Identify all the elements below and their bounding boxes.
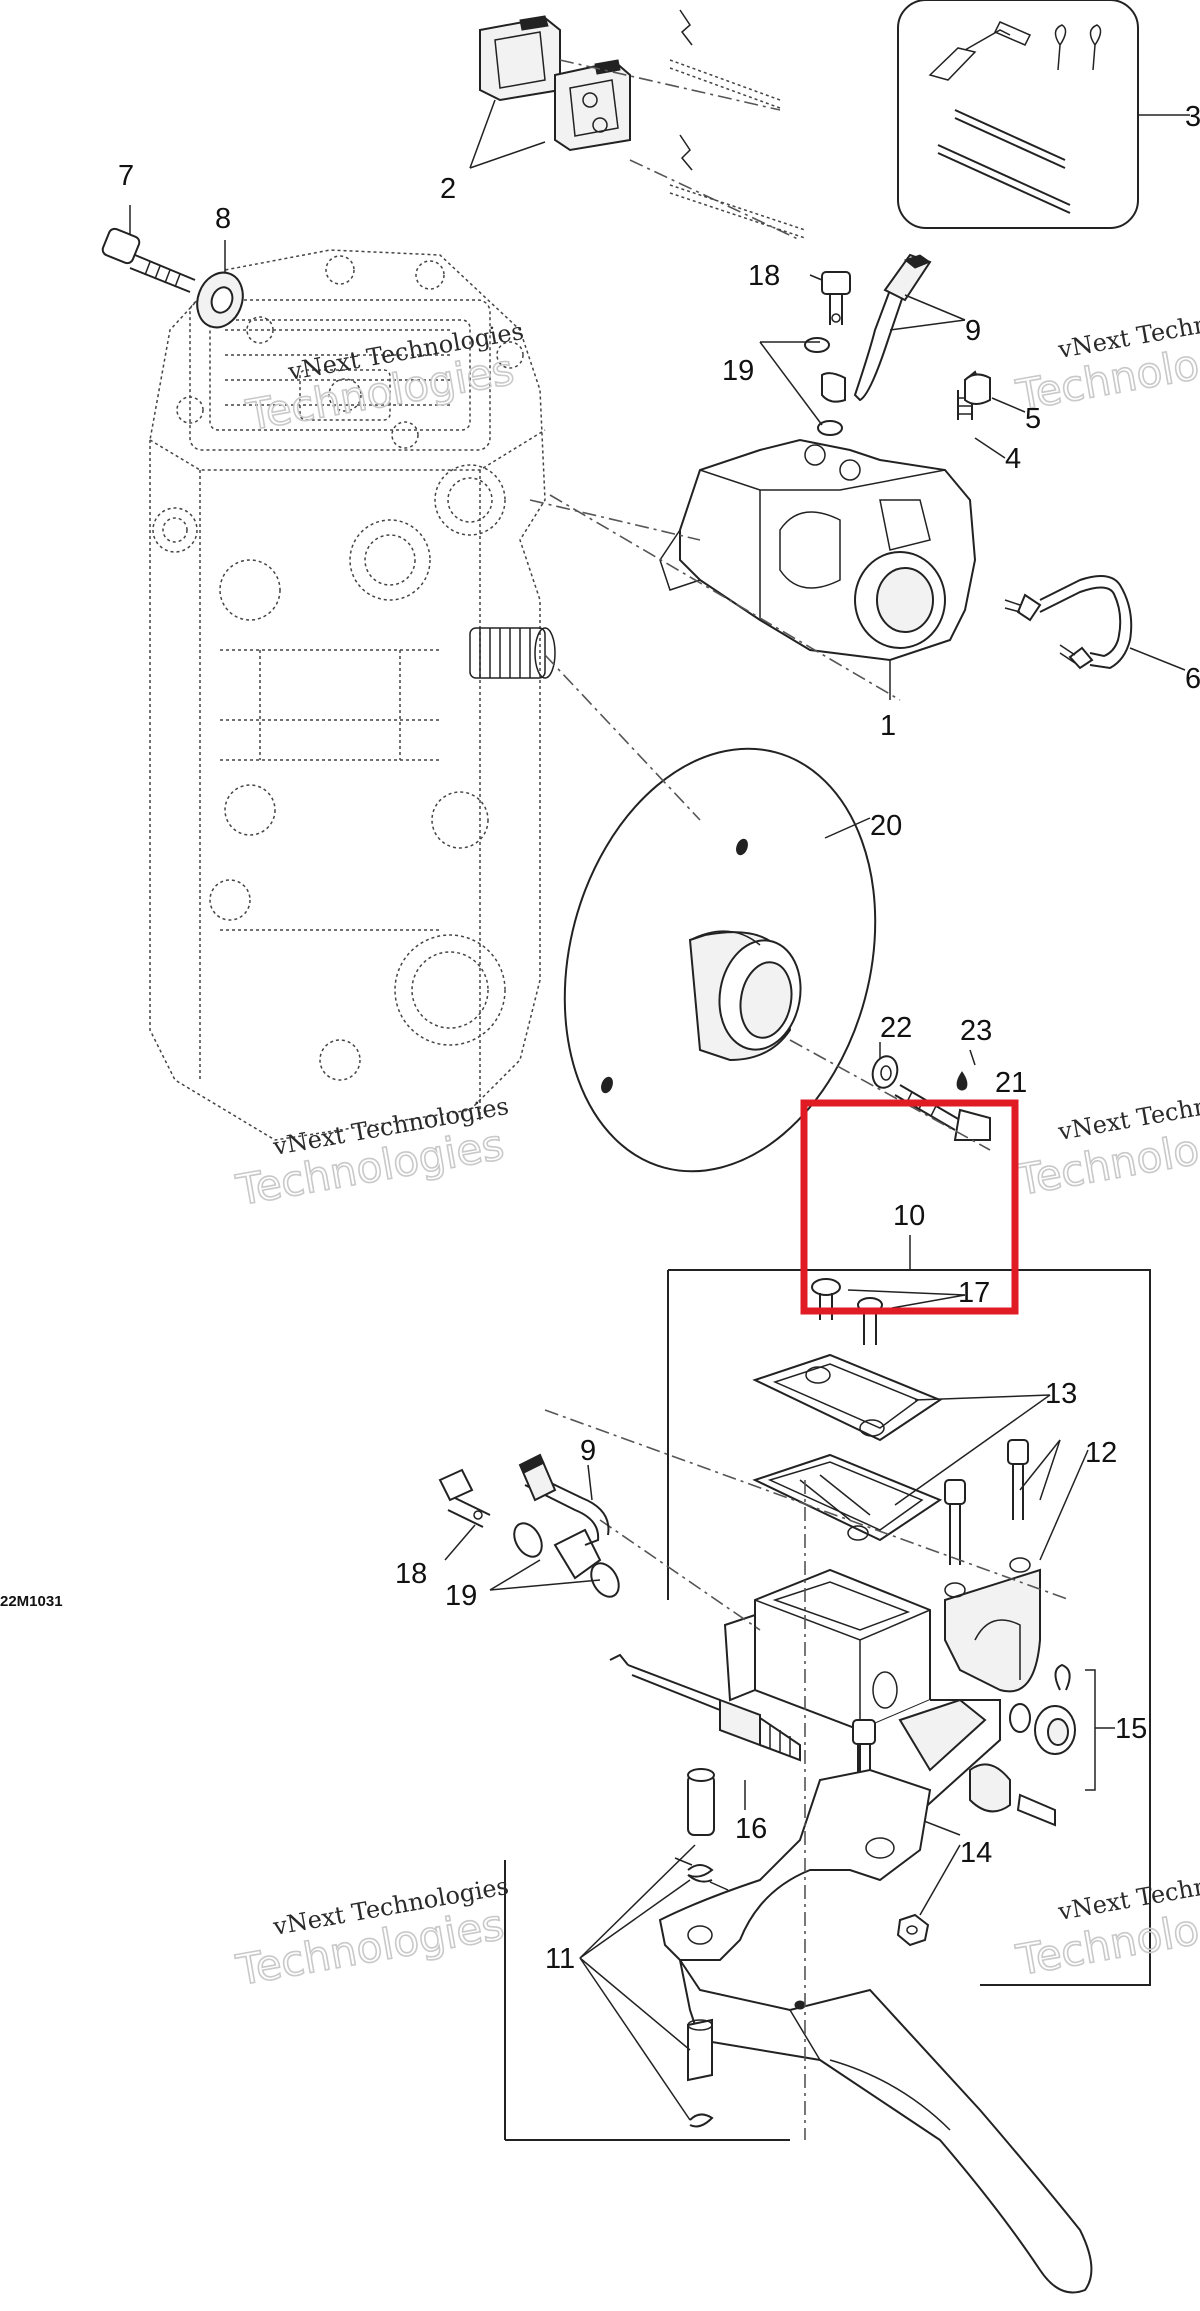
gearbox-housing xyxy=(149,249,556,1141)
disc-bolt-assembly xyxy=(789,1039,991,1151)
callout-23: 23 xyxy=(960,1015,992,1047)
callout-21: 21 xyxy=(995,1067,1027,1099)
callout-15: 15 xyxy=(1115,1713,1147,1745)
callout-19-top: 19 xyxy=(722,355,754,387)
bolt-7-washer-8 xyxy=(101,205,244,329)
master-cylinder-body xyxy=(544,1409,1071,1832)
callout-11: 11 xyxy=(545,1943,575,1975)
callout-14: 14 xyxy=(960,1837,992,1869)
callout-18-top: 18 xyxy=(748,260,780,292)
leader-lines xyxy=(469,99,1026,459)
callout-16: 16 xyxy=(735,1813,767,1845)
clamp-and-bolts xyxy=(944,1439,1089,1693)
callout-1: 1 xyxy=(880,710,896,742)
callout-20: 20 xyxy=(870,810,902,842)
pad-pins xyxy=(669,9,806,239)
brake-disc xyxy=(544,654,877,1173)
hardware-kit-3 xyxy=(897,0,1190,229)
callout-19-lower: 19 xyxy=(445,1580,477,1612)
clip-and-cap-15 xyxy=(969,1663,1115,1827)
callout-2: 2 xyxy=(440,173,456,205)
callout-7: 7 xyxy=(118,160,134,192)
master-banjo-assembly xyxy=(438,1453,620,1598)
diagram-code: 22M1031 xyxy=(0,1593,63,1610)
pushrod-16 xyxy=(609,1653,801,1810)
bleeder-and-cap xyxy=(957,370,991,420)
reservoir-cover xyxy=(752,1353,1051,1542)
master-cylinder-frame xyxy=(504,1235,1151,2141)
brake-lever xyxy=(658,1480,1093,2294)
callout-4: 4 xyxy=(1005,443,1021,475)
pivot-pin-spring-clip-11 xyxy=(579,1768,729,2128)
callout-17: 17 xyxy=(958,1277,990,1309)
brake-pads xyxy=(479,15,801,241)
brake-line-6 xyxy=(1004,575,1186,671)
caliper-banjo-assembly xyxy=(804,253,932,436)
brake-caliper xyxy=(659,438,977,700)
callout-22: 22 xyxy=(880,1012,912,1044)
highlight-box xyxy=(800,1099,1019,1315)
callout-12: 12 xyxy=(1085,1437,1117,1469)
callout-8: 8 xyxy=(215,203,231,235)
callout-6: 6 xyxy=(1185,663,1200,695)
callout-13: 13 xyxy=(1045,1378,1077,1410)
callout-18-lower: 18 xyxy=(395,1558,427,1590)
callout-labels: 2 3 7 8 18 9 19 5 4 6 1 20 22 23 21 10 1… xyxy=(0,101,1200,1975)
callout-3: 3 xyxy=(1185,101,1200,133)
callout-9-top: 9 xyxy=(965,315,981,347)
callout-10: 10 xyxy=(893,1200,925,1232)
callout-5: 5 xyxy=(1025,403,1041,435)
callout-9-lower: 9 xyxy=(580,1435,596,1467)
